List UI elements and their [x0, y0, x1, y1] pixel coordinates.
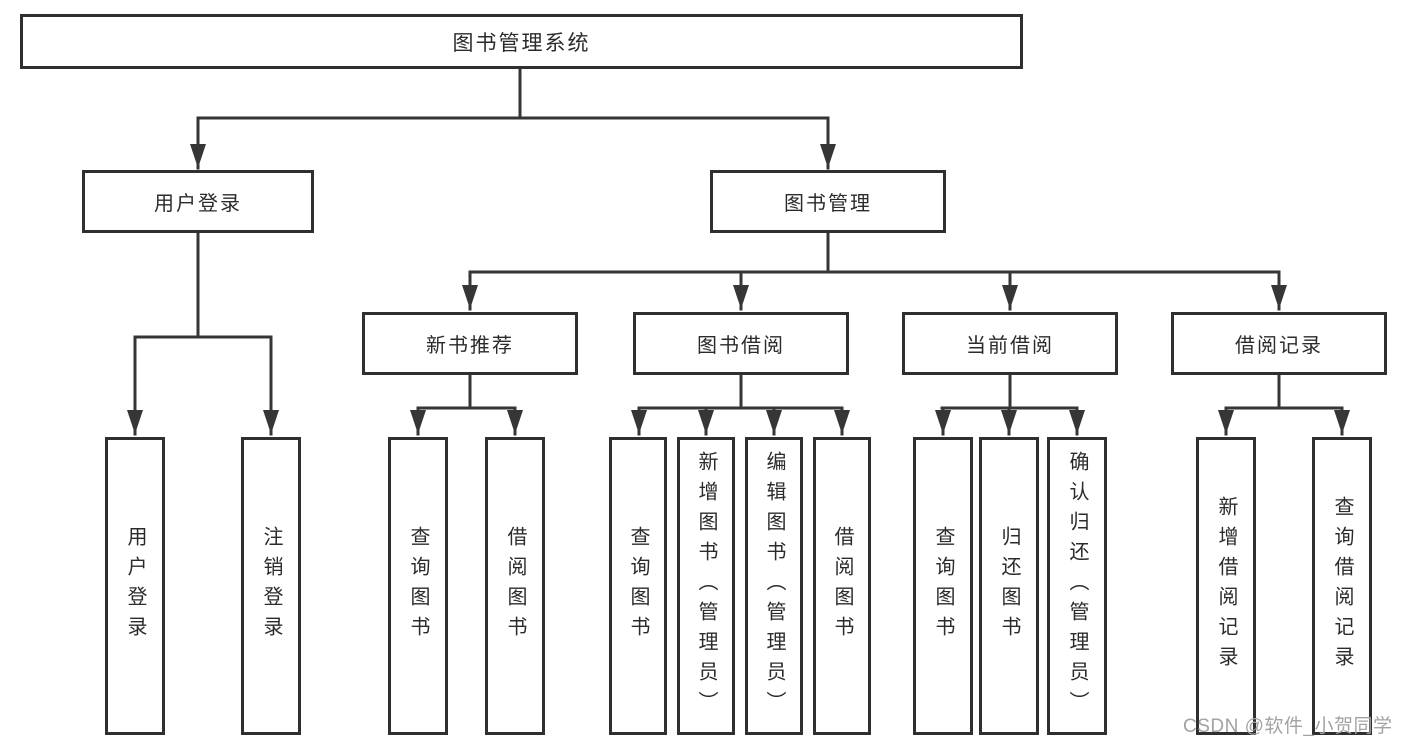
node-logout-leaf-label: 注销登录 — [260, 526, 282, 646]
node-query-books-2: 查询图书 — [609, 437, 667, 735]
node-confirm-return-admin-label: 确认归还（管理员） — [1066, 451, 1088, 721]
node-user-login-leaf-label: 用户登录 — [124, 526, 146, 646]
node-add-borrow-record-label: 新增借阅记录 — [1215, 496, 1237, 676]
node-root: 图书管理系统 — [20, 14, 1023, 69]
watermark-text: CSDN @软件_小贺同学 — [1183, 716, 1393, 737]
node-query-books-1-label: 查询图书 — [407, 526, 429, 646]
node-user-login-label: 用户登录 — [154, 193, 242, 215]
node-book-management: 图书管理 — [710, 170, 946, 233]
node-root-label: 图书管理系统 — [452, 31, 591, 55]
node-borrow-books-2-label: 借阅图书 — [831, 526, 853, 646]
node-logout-leaf: 注销登录 — [241, 437, 301, 735]
node-book-borrow-label: 图书借阅 — [697, 335, 785, 357]
node-confirm-return-admin: 确认归还（管理员） — [1047, 437, 1107, 735]
node-edit-book-admin: 编辑图书（管理员） — [745, 437, 803, 735]
connector-trunks — [133, 67, 1344, 410]
node-user-login: 用户登录 — [82, 170, 314, 233]
node-query-books-3: 查询图书 — [913, 437, 973, 735]
node-return-book-label: 归还图书 — [998, 526, 1020, 646]
node-add-book-admin: 新增图书（管理员） — [677, 437, 735, 735]
node-new-book-recommend-label: 新书推荐 — [426, 335, 514, 357]
node-query-borrow-record-label: 查询借阅记录 — [1331, 496, 1353, 676]
node-edit-book-admin-label: 编辑图书（管理员） — [763, 451, 785, 721]
node-return-book: 归还图书 — [979, 437, 1039, 735]
node-borrow-books-2: 借阅图书 — [813, 437, 871, 735]
node-borrow-books-1: 借阅图书 — [485, 437, 545, 735]
node-current-borrow: 当前借阅 — [902, 312, 1118, 375]
node-query-books-3-label: 查询图书 — [932, 526, 954, 646]
node-current-borrow-label: 当前借阅 — [966, 335, 1054, 357]
node-query-borrow-record: 查询借阅记录 — [1312, 437, 1372, 735]
node-new-book-recommend: 新书推荐 — [362, 312, 578, 375]
node-borrow-records-label: 借阅记录 — [1235, 335, 1323, 357]
node-user-login-leaf: 用户登录 — [105, 437, 165, 735]
node-borrow-books-1-label: 借阅图书 — [504, 526, 526, 646]
node-query-books-2-label: 查询图书 — [627, 526, 649, 646]
node-add-book-admin-label: 新增图书（管理员） — [695, 451, 717, 721]
node-book-borrow: 图书借阅 — [633, 312, 849, 375]
node-query-books-1: 查询图书 — [388, 437, 448, 735]
node-add-borrow-record: 新增借阅记录 — [1196, 437, 1256, 735]
node-borrow-records: 借阅记录 — [1171, 312, 1387, 375]
node-book-management-label: 图书管理 — [784, 193, 872, 215]
